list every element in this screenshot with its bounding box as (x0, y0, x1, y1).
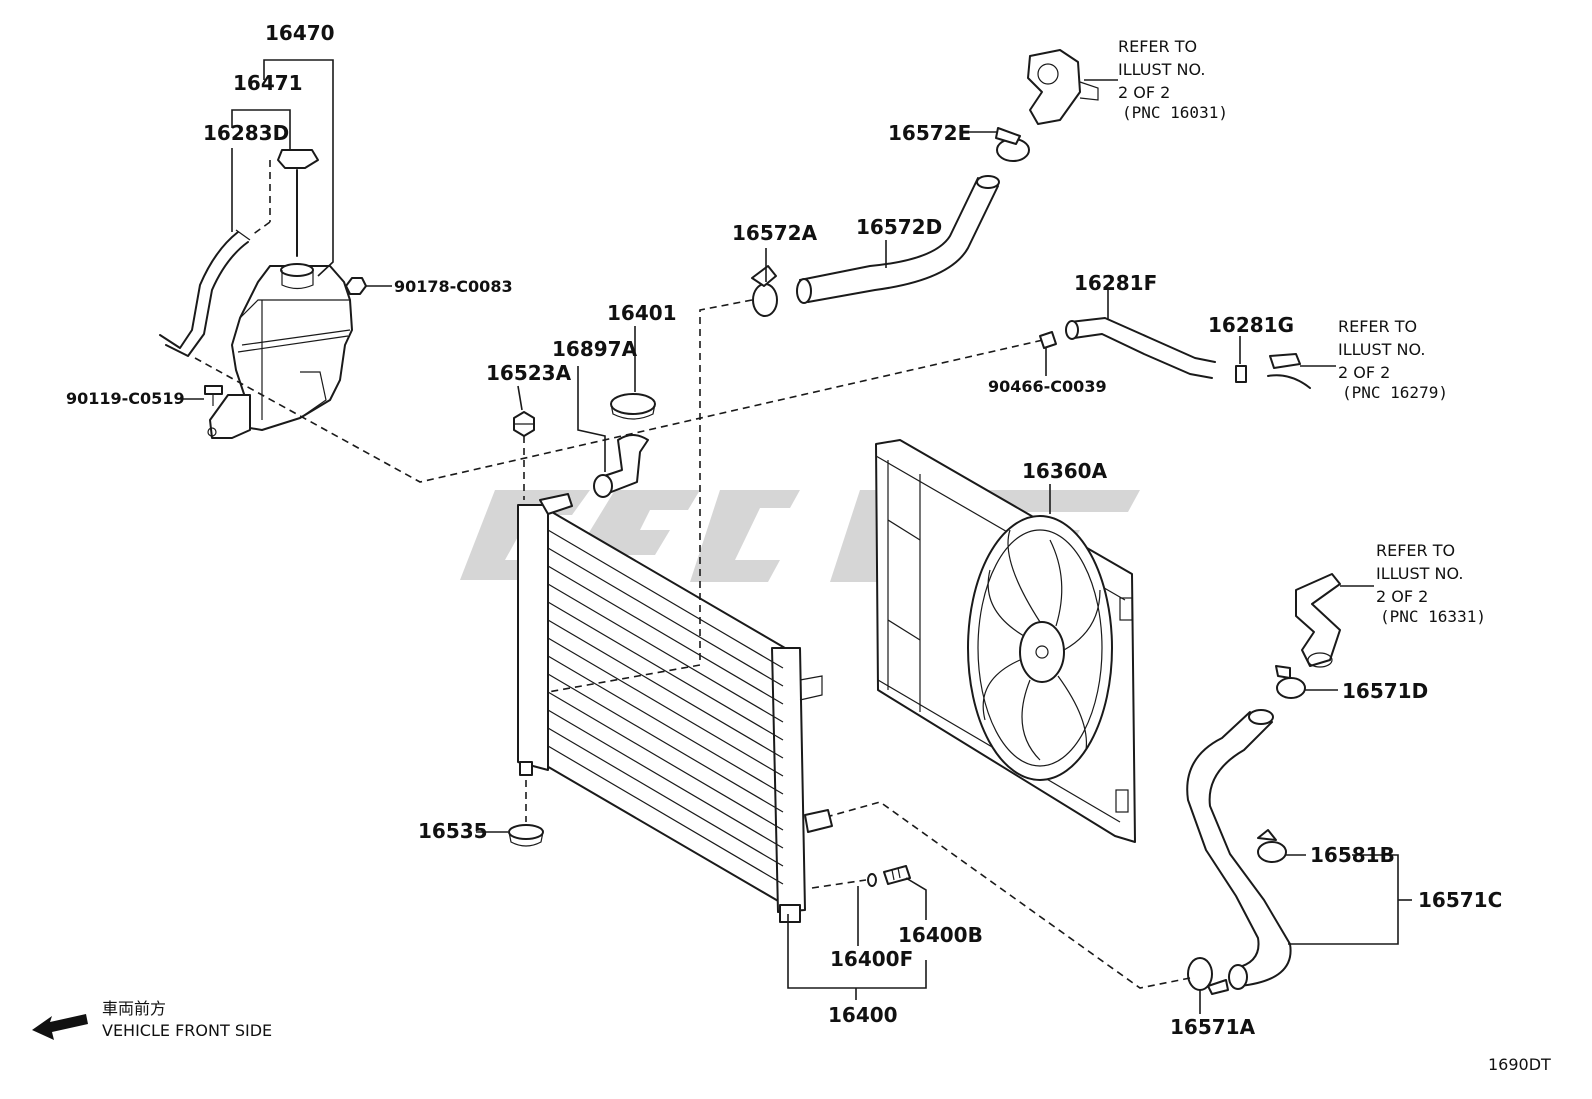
part-labels: 16470 16471 16283D 90178-C0083 90119-C05… (66, 21, 1502, 1039)
label-16523A: 16523A (486, 361, 572, 385)
label-16400F: 16400F (830, 947, 913, 971)
label-16571C: 16571C (1418, 888, 1502, 912)
label-16571A: 16571A (1170, 1015, 1256, 1039)
label-16897A: 16897A (552, 337, 638, 361)
filler-neck (593, 434, 649, 498)
label-16360A: 16360A (1022, 459, 1108, 483)
label-16572A: 16572A (732, 221, 818, 245)
bypass-hose (1039, 317, 1311, 389)
vehicle-front-indicator: 車両前方 VEHICLE FRONT SIDE (32, 999, 272, 1040)
label-16281F: 16281F (1074, 271, 1157, 295)
label-16401: 16401 (607, 301, 677, 325)
ref1-line2: ILLUST NO. (1118, 60, 1205, 79)
lower-radiator-hose (1186, 709, 1292, 990)
ref3-line4: (PNC 16331) (1380, 607, 1486, 626)
front-arrow-icon (32, 1014, 88, 1040)
front-label-jp: 車両前方 (102, 999, 166, 1018)
ref2-line1: REFER TO (1338, 317, 1417, 336)
ref1-line1: REFER TO (1118, 37, 1197, 56)
ref3-line1: REFER TO (1376, 541, 1455, 560)
label-16471: 16471 (233, 71, 303, 95)
ref1-line4: (PNC 16031) (1122, 103, 1228, 122)
label-16470: 16470 (265, 21, 335, 45)
reservoir-tank (159, 149, 367, 439)
label-16581B: 16581B (1310, 843, 1395, 867)
label-90178-C0083: 90178-C0083 (394, 277, 513, 296)
label-16572D: 16572D (856, 215, 942, 239)
label-16283D: 16283D (203, 121, 289, 145)
ref2-line4: (PNC 16279) (1342, 383, 1448, 402)
reference-note-1: REFER TO ILLUST NO. 2 OF 2 (PNC 16031) (1118, 37, 1228, 122)
radiator-cap (610, 393, 656, 420)
reference-note-2: REFER TO ILLUST NO. 2 OF 2 (PNC 16279) (1338, 317, 1448, 402)
hose-clamp-e (995, 127, 1030, 162)
hose-clamp-lower-a (1187, 957, 1229, 995)
label-16572E: 16572E (888, 121, 971, 145)
ref2-line3: 2 OF 2 (1338, 363, 1390, 382)
ref3-line3: 2 OF 2 (1376, 587, 1428, 606)
water-inlet (1295, 573, 1341, 668)
hose-clamp-b (1257, 829, 1287, 863)
radiator (517, 493, 833, 923)
water-outlet-upper (1027, 49, 1099, 125)
ref2-line2: ILLUST NO. (1338, 340, 1425, 359)
hose-clamp-a (751, 265, 778, 317)
hose-clamp-d (1275, 665, 1306, 699)
upper-radiator-hose (796, 175, 1000, 304)
label-16571D: 16571D (1342, 679, 1428, 703)
fan-shroud-assembly (875, 439, 1136, 843)
drain-cock (867, 865, 911, 887)
label-90119-C0519: 90119-C0519 (66, 389, 185, 408)
leader-lines (180, 59, 1412, 1014)
label-16535: 16535 (418, 819, 488, 843)
diagram-code: 1690DT (1488, 1055, 1551, 1074)
cushion-upper (513, 411, 535, 437)
label-16400: 16400 (828, 1003, 898, 1027)
cushion-lower (508, 824, 544, 847)
ref3-line2: ILLUST NO. (1376, 564, 1463, 583)
ref1-line3: 2 OF 2 (1118, 83, 1170, 102)
front-label-en: VEHICLE FRONT SIDE (102, 1021, 272, 1040)
reference-note-3: REFER TO ILLUST NO. 2 OF 2 (PNC 16331) (1376, 541, 1486, 626)
label-16400B: 16400B (898, 923, 983, 947)
label-16281G: 16281G (1208, 313, 1294, 337)
label-90466-C0039: 90466-C0039 (988, 377, 1107, 396)
